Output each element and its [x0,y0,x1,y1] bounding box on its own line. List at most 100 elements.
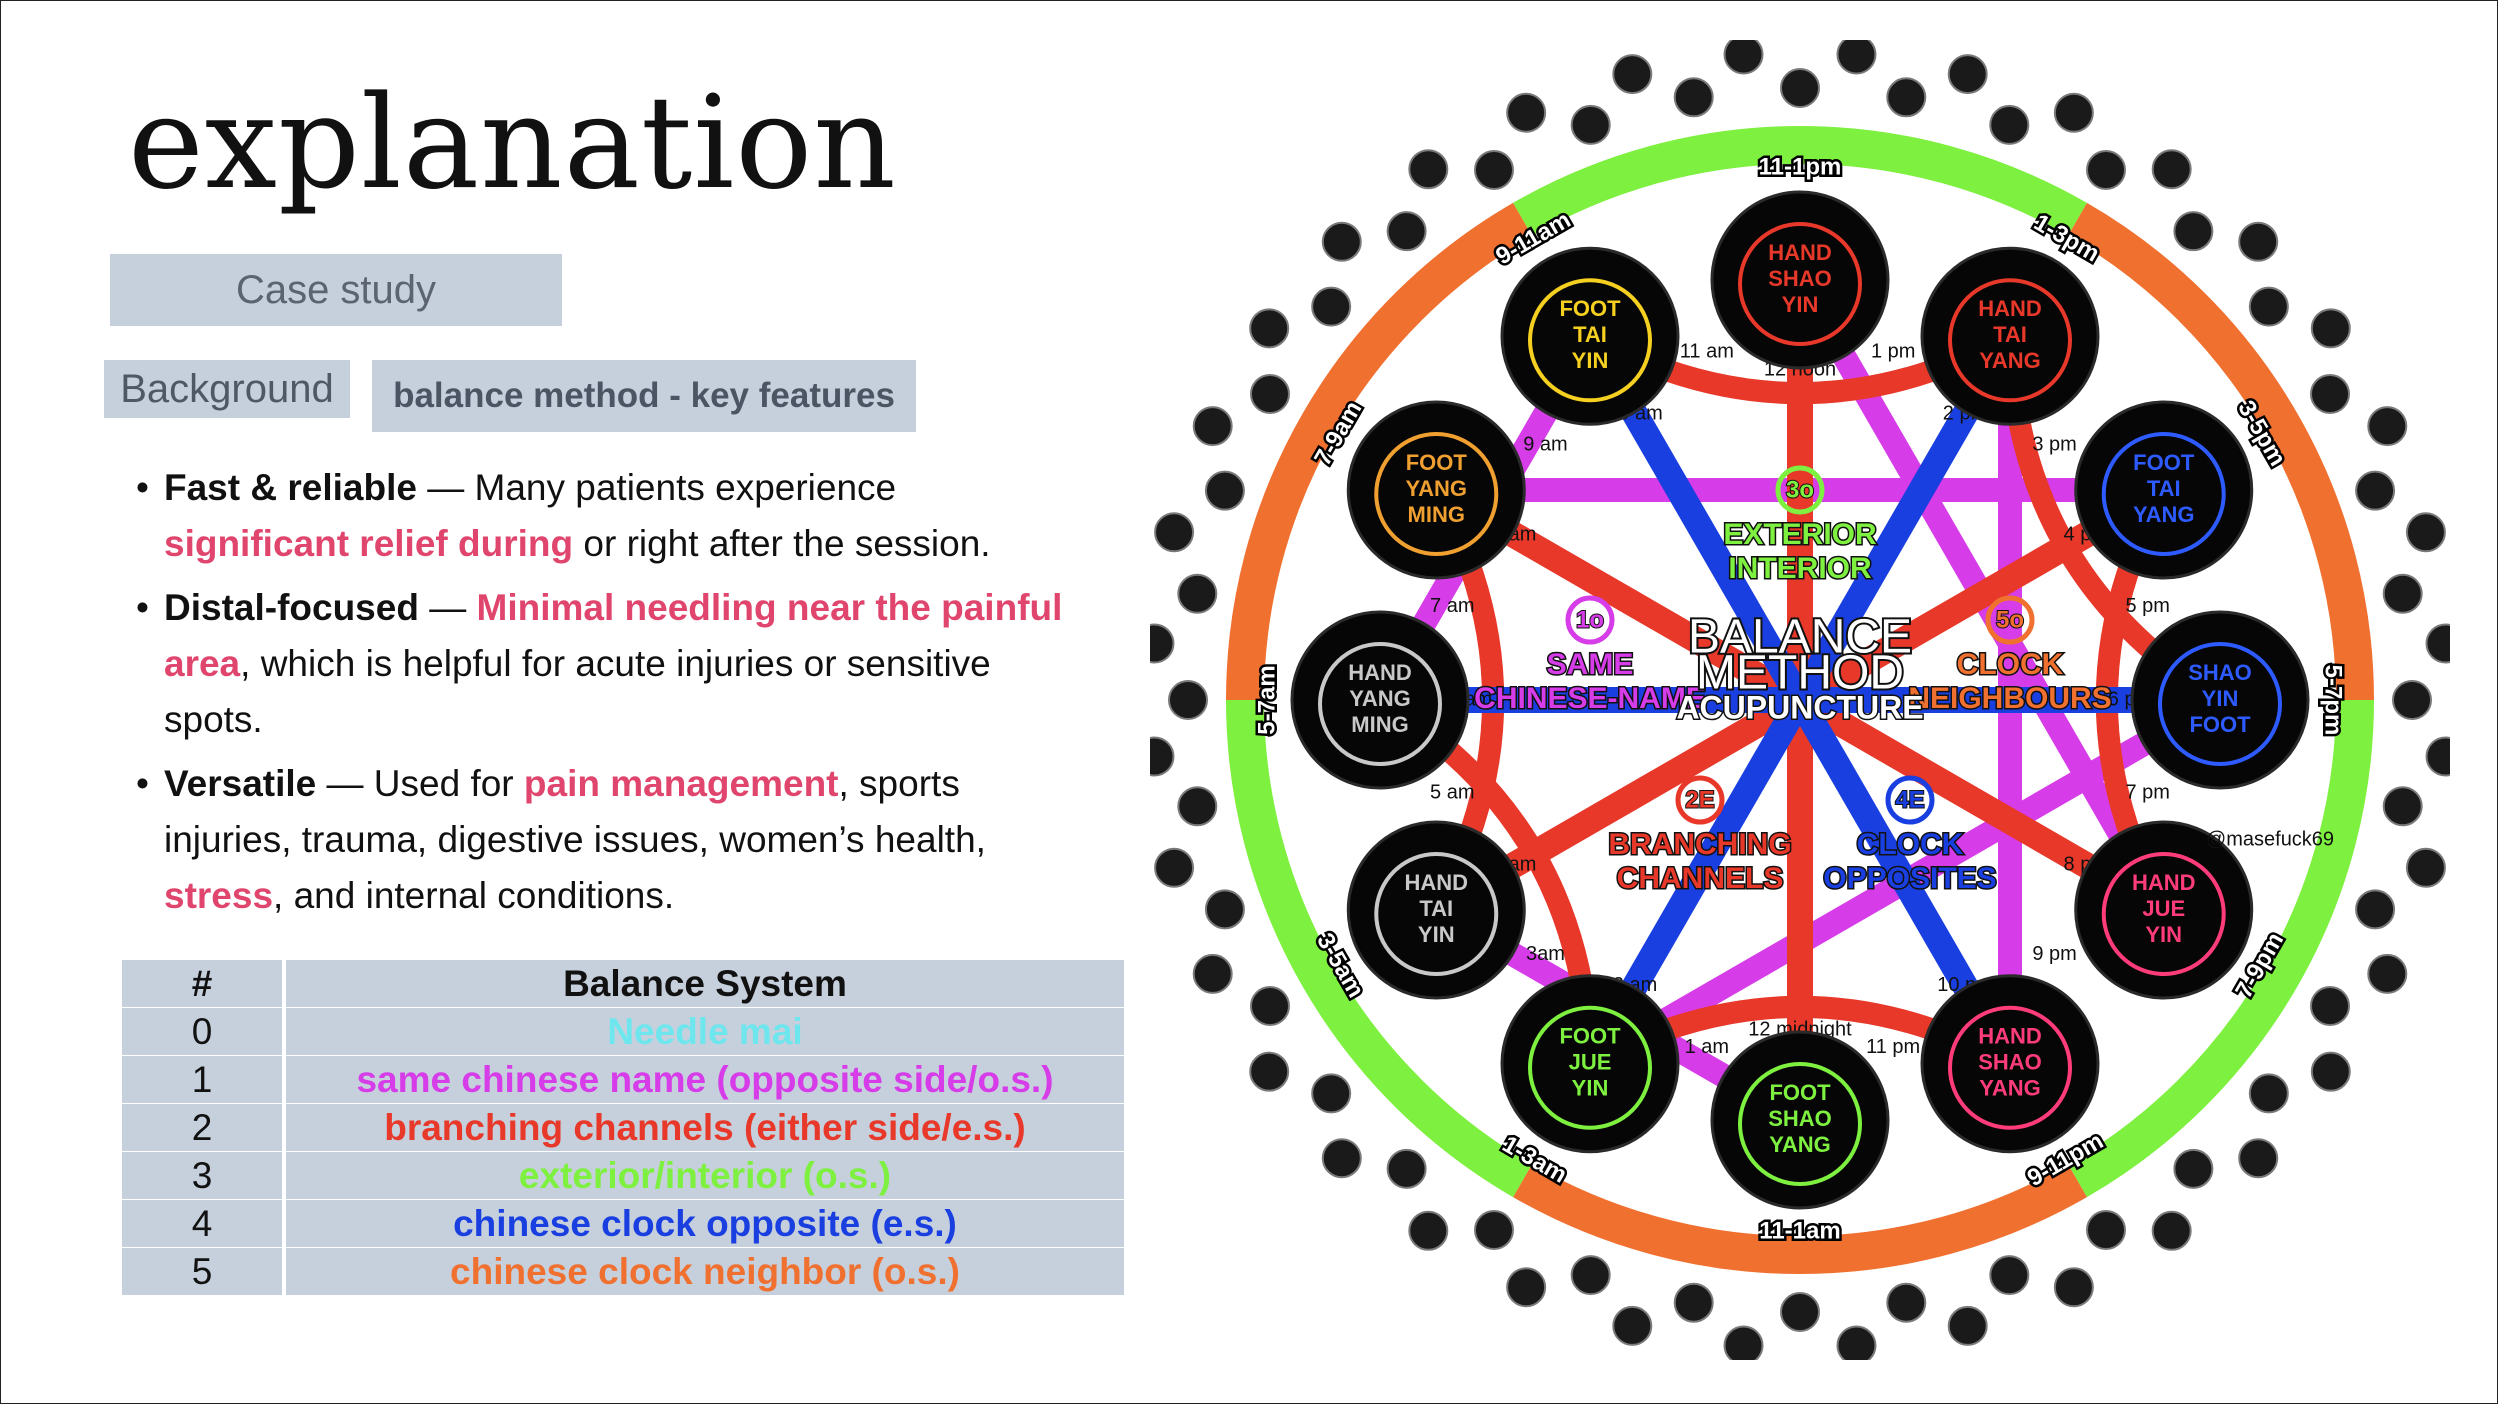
bullet-heading: Distal-focused [164,587,419,628]
outer-ring-arc [1226,699,1533,1198]
table-header-num: # [122,960,282,1008]
hour-label: 3 pm [2032,434,2076,456]
system-number-badge [1775,465,1825,515]
small-meridian-badge [1204,889,1245,930]
small-meridian-badge [1723,40,1764,75]
small-meridian-badge [1989,104,2030,145]
small-meridian-badge [1612,1305,1653,1346]
organ-label: TAI [1573,322,1607,347]
organ-label: HAND [2132,870,2196,895]
bullet-fast-reliable: • Fast & reliable — Many patients experi… [136,467,991,564]
organ-label: YIN [1572,1076,1609,1101]
outer-ring-arc [1513,1164,2087,1274]
small-meridian-badge [2310,986,2351,1026]
outer-ring-arc [1513,126,2087,236]
small-meridian-badge [2238,1138,2279,1179]
small-meridian-badge [1408,149,1449,190]
organ-label: YANG [1979,348,2041,373]
bullet-highlight: significant relief during [164,523,574,564]
small-meridian-badge [1474,1210,1514,1251]
small-meridian-badge [2425,623,2450,664]
organ-glyph-icon [2158,642,2282,766]
small-meridian-badge [2053,92,2094,133]
system-number: 5o [1996,606,2024,633]
small-meridian-badge [1150,736,1175,777]
organ-label: YIN [1782,292,1819,317]
hour-label: 1 pm [1871,341,1915,363]
organ-label: FOOT [1769,1080,1831,1105]
organ-glyph-icon [1948,1005,2072,1130]
small-meridian-badge [2405,512,2446,553]
small-meridian-badge [1723,1325,1764,1360]
organ-label: HAND [1768,240,1832,265]
small-meridian-badge [1570,1255,1611,1296]
organ-label: TAI [2147,476,2181,501]
organ-label: YANG [2133,502,2195,527]
center-title-method: METHOD [1696,647,1904,700]
small-meridian-badge [1780,1292,1820,1332]
bullet-highlight: stress [164,875,274,916]
system-number: 4E [1895,786,1924,813]
organ-glyph-icon [2101,432,2226,556]
hour-label: 11 am [1680,341,1734,363]
organ-label: YANG [1349,686,1411,711]
system-label: CHANNELS [1617,862,1784,895]
small-meridian-badge [1836,1325,1877,1360]
bullet-text: — Many patients experience [416,467,897,508]
organ-label: YANG [1769,1132,1831,1157]
system-number-badge [1565,595,1615,645]
table-cell-system: chinese clock opposite (e.s.) [286,1200,1124,1248]
system-number: 3o [1786,476,1814,503]
organ-label: MING [1351,712,1408,737]
organ-glyph-icon [1948,278,2072,403]
small-meridian-badge [1321,221,1362,262]
case-study-label[interactable]: Case study [110,254,562,326]
small-meridian-badge [1886,1282,1927,1323]
organ-label: HAND [1348,660,1412,685]
organ-label: SHAO [1768,1106,1832,1131]
small-meridian-badge [1947,1305,1988,1346]
table-cell-num: 2 [122,1104,282,1152]
bullet-text: , sports injuries, trauma, digestive iss… [164,763,986,860]
organ-time-range: 5-7pm [2320,665,2347,736]
small-meridian-badge [1249,374,1290,414]
organ-label: YIN [1572,348,1609,373]
hour-label: 7 am [1430,595,1474,617]
system-number: 1o [1576,606,1604,633]
small-meridian-badge [1150,623,1175,664]
organ-label: YANG [1979,1076,2041,1101]
small-meridian-badge [2392,680,2432,720]
small-meridian-badge [1612,54,1653,95]
organ-label: JUE [1569,1050,1612,1075]
organ-label: FOOT [1559,296,1621,321]
small-meridian-badge [2173,1148,2214,1189]
small-meridian-badge [2173,211,2214,252]
system-label: EXTERIOR [1723,518,1877,551]
organ-label: YIN [1418,922,1455,947]
system-number: 2E [1685,786,1714,813]
organ-label: TAI [1419,896,1453,921]
organ-glyph-icon [2101,852,2226,976]
slide-title: explanation [128,69,897,218]
hour-label: 9 am [1523,434,1567,456]
hour-label: 7 pm [2125,781,2169,803]
system-label: BRANCHING [1608,828,1791,861]
bullet-text: — [418,587,477,628]
system-label: CLOCK [1957,648,2064,681]
bullet-text: , which is helpful for acute injuries or… [164,643,991,740]
bullet-text: — Used for [316,763,524,804]
organ-time-range: 5-7am [1253,665,1280,734]
tab-key-features[interactable]: balance method - key features [372,360,916,432]
small-meridian-badge [1249,1051,1290,1092]
system-number-badge [1675,775,1725,825]
outer-ring-arc [2067,202,2374,701]
table-cell-num: 3 [122,1152,282,1200]
tab-background[interactable]: Background [104,360,350,418]
small-meridian-badge [1311,1073,1352,1114]
small-meridian-badge [1506,92,1547,133]
